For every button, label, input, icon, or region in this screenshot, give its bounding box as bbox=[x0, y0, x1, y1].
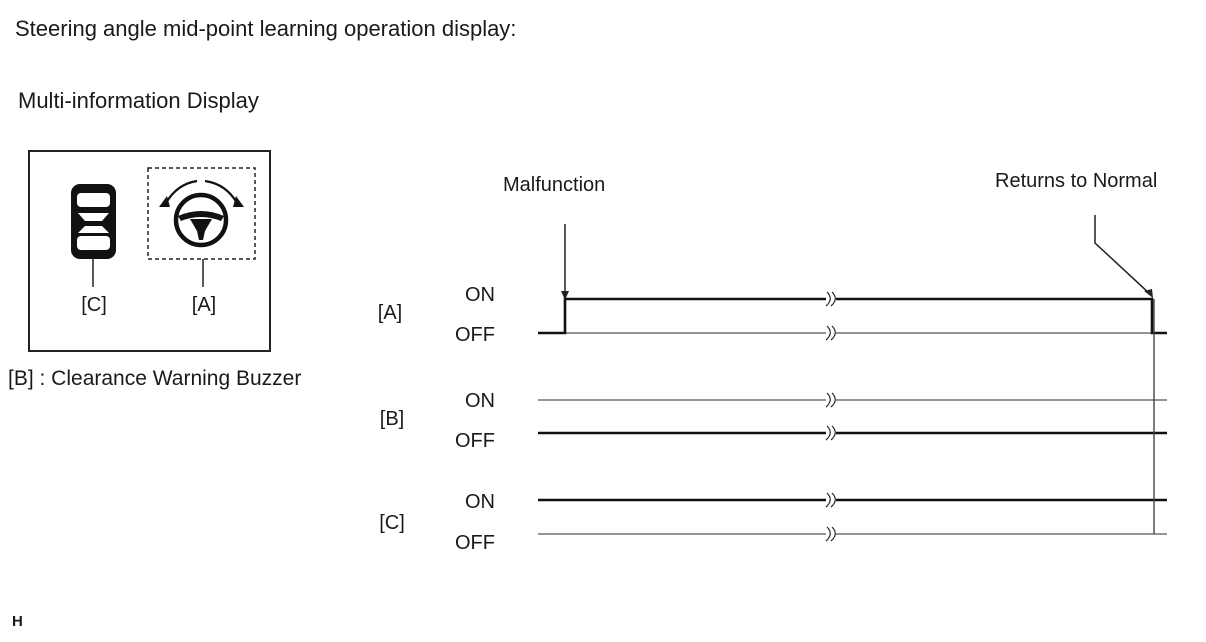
footer-mark: H bbox=[12, 613, 23, 630]
page-title: Steering angle mid-point learning operat… bbox=[15, 16, 517, 41]
row-label-b: [B] bbox=[380, 408, 404, 430]
time-break-c-on bbox=[825, 492, 836, 508]
row-label-c: [C] bbox=[379, 512, 405, 534]
buzzer-note: [B] : Clearance Warning Buzzer bbox=[8, 367, 302, 390]
time-break-b-on bbox=[825, 392, 836, 408]
row-label-a: [A] bbox=[378, 302, 402, 324]
time-break-a-off bbox=[825, 325, 836, 341]
row-c-on-label: ON bbox=[465, 491, 495, 513]
malfunction-label: Malfunction bbox=[503, 174, 605, 196]
row-c-off-label: OFF bbox=[455, 532, 495, 554]
row-a-signal bbox=[538, 297, 1167, 335]
malfunction-arrowhead bbox=[561, 291, 569, 300]
vehicle-icon bbox=[71, 184, 116, 259]
time-break-b-off bbox=[825, 425, 836, 441]
rotation-arrows-icon bbox=[159, 179, 244, 207]
returns-normal-arrowhead bbox=[1144, 289, 1153, 298]
row-b-off-label: OFF bbox=[455, 430, 495, 452]
time-break-a-on bbox=[825, 291, 836, 307]
returns-normal-label: Returns to Normal bbox=[995, 170, 1157, 192]
returns-normal-arrow bbox=[1094, 215, 1151, 295]
time-break-c-off bbox=[825, 526, 836, 542]
multi-information-display: [C] [A] bbox=[28, 150, 271, 352]
row-b-on-label: ON bbox=[465, 390, 495, 412]
steering-wheel-icon bbox=[173, 192, 229, 248]
row-a-on-label: ON bbox=[465, 284, 495, 306]
display-subtitle: Multi-information Display bbox=[18, 88, 259, 113]
steering-indicator-frame bbox=[147, 167, 256, 260]
display-label-a: [A] bbox=[192, 294, 216, 316]
row-a-off-label: OFF bbox=[455, 324, 495, 346]
display-label-c: [C] bbox=[81, 294, 107, 316]
